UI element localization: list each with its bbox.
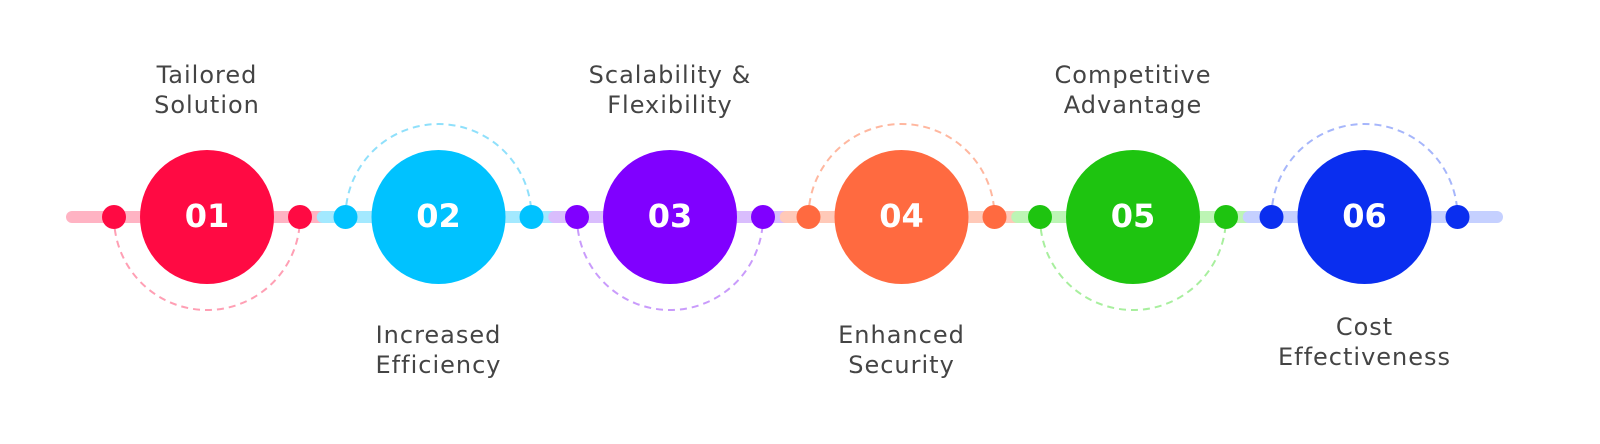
connector-dot-right-03 xyxy=(751,205,775,229)
step-label-line: Enhanced xyxy=(838,321,965,349)
connector-dot-right-02 xyxy=(519,205,544,229)
step-label-03: Scalability &Flexibility xyxy=(550,60,790,120)
step-circle-04 xyxy=(834,150,969,284)
connector-dot-left-04 xyxy=(796,205,821,229)
connector-dot-right-05 xyxy=(1214,205,1238,229)
connector-dot-left-02 xyxy=(333,205,358,229)
step-label-line: Flexibility xyxy=(607,91,733,119)
step-circle-06 xyxy=(1297,150,1432,284)
dashed-arcs xyxy=(113,123,1459,311)
step-label-line: Increased xyxy=(375,321,502,349)
step-label-line: Competitive xyxy=(1054,61,1212,89)
connector-dot-left-05 xyxy=(1028,205,1052,229)
step-label-line: Security xyxy=(848,351,955,379)
connector-dot-left-06 xyxy=(1259,205,1284,229)
connector-dots xyxy=(102,205,1470,229)
dashed-arc-01 xyxy=(113,216,301,311)
step-number-05: 05 xyxy=(1111,197,1156,235)
step-number-01: 01 xyxy=(185,197,230,235)
step-label-line: Scalability & xyxy=(588,61,752,89)
step-number-03: 03 xyxy=(648,197,693,235)
dashed-arc-06 xyxy=(1270,123,1459,218)
dashed-arc-02 xyxy=(344,123,533,218)
step-label-line: Effectiveness xyxy=(1277,343,1452,371)
dashed-arc-04 xyxy=(807,123,996,218)
step-circle-03 xyxy=(603,150,737,284)
dashed-arc-03 xyxy=(576,216,764,311)
step-label-line: Tailored xyxy=(156,61,258,89)
step-circle-05 xyxy=(1066,150,1200,284)
step-label-line: Efficiency xyxy=(375,351,502,379)
step-number-04: 04 xyxy=(879,197,924,235)
dashed-arc-05 xyxy=(1039,216,1227,311)
step-circles: 01 02 03 04 05 06 xyxy=(140,150,1432,284)
step-label-line: Solution xyxy=(154,91,260,119)
step-circle-01 xyxy=(140,150,274,284)
step-label-line: Cost xyxy=(1335,313,1394,341)
connector-dot-left-01 xyxy=(102,205,126,229)
step-label-line: Advantage xyxy=(1063,91,1203,119)
connector-dot-right-04 xyxy=(982,205,1007,229)
connector-dot-right-01 xyxy=(288,205,312,229)
step-number-02: 02 xyxy=(416,197,461,235)
connector-dot-left-03 xyxy=(565,205,589,229)
connector-dot-right-06 xyxy=(1445,205,1470,229)
step-circle-02 xyxy=(371,150,506,284)
step-number-06: 06 xyxy=(1342,197,1387,235)
